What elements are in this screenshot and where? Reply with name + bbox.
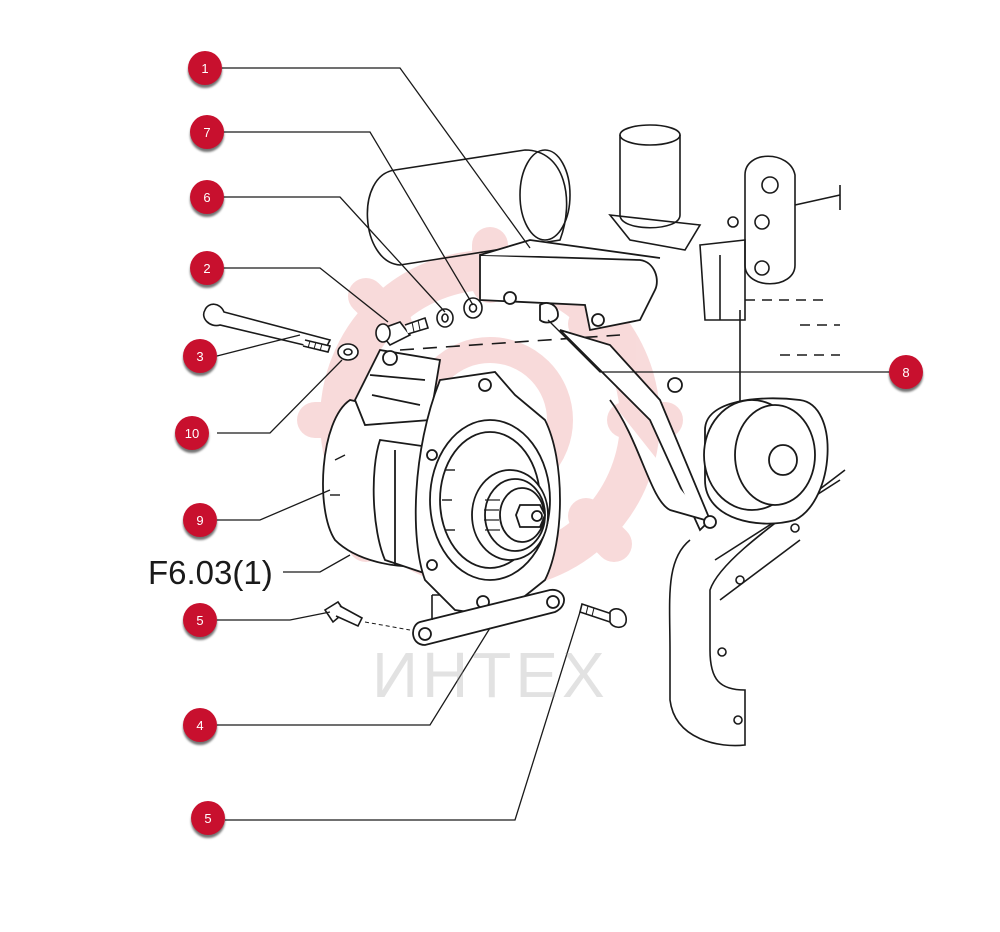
callout-7: 7 [190,115,224,149]
watermark-text: ИНТЕХ [372,639,609,711]
washers-6-7 [436,297,483,328]
callout-9: 9 [183,503,217,537]
spacer-sleeve-2 [375,316,429,347]
callout-3: 3 [183,339,217,373]
callout-10: 10 [175,416,209,450]
short-bolt-5-right [579,602,627,629]
leader-lines [216,67,890,821]
short-bolt-5-left [323,600,411,631]
long-pivot-bolt [202,303,332,353]
alternator-pulley [471,469,549,561]
callout-1: 1 [188,51,222,85]
callout-4: 4 [183,708,217,742]
washer-10 [337,343,359,361]
callout-6: 6 [190,180,224,214]
callout-2: 2 [190,251,224,285]
callout-5-upper: 5 [183,603,217,637]
engine-block-outline [366,124,846,747]
callout-8: 8 [889,355,923,389]
adjusting-strap [412,589,565,646]
callout-5-lower: 5 [191,801,225,835]
water-pump-pulley [609,397,829,525]
figure-reference-label: F6.03(1) [148,554,273,591]
